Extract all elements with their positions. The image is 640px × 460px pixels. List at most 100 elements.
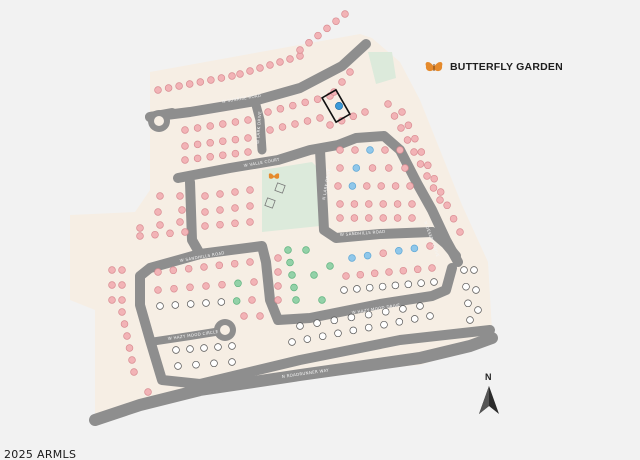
lot-marker[interactable]	[356, 270, 365, 279]
lot-marker[interactable]	[276, 58, 284, 66]
lot-marker[interactable]	[256, 312, 264, 320]
lot-marker[interactable]	[351, 146, 359, 154]
lot-marker[interactable]	[363, 251, 372, 260]
lot-marker[interactable]	[169, 266, 178, 275]
lot-marker[interactable]	[393, 200, 402, 208]
lot-marker[interactable]	[395, 247, 403, 255]
lot-marker[interactable]	[120, 320, 129, 328]
lot-marker[interactable]	[231, 118, 240, 126]
lot-marker[interactable]	[186, 283, 194, 292]
lot-marker[interactable]	[276, 105, 285, 113]
lot-marker[interactable]	[349, 326, 358, 335]
lot-marker[interactable]	[408, 214, 416, 222]
lot-marker[interactable]	[246, 218, 254, 226]
lot-marker[interactable]	[436, 196, 444, 204]
lot-marker[interactable]	[219, 151, 227, 159]
lot-marker[interactable]	[366, 146, 374, 154]
lot-marker[interactable]	[231, 204, 239, 212]
lot-marker[interactable]	[214, 343, 222, 351]
lot-marker[interactable]	[423, 172, 431, 180]
lot-marker[interactable]	[347, 313, 356, 322]
lot-marker[interactable]	[216, 190, 224, 198]
lot-marker[interactable]	[244, 148, 252, 156]
lot-marker[interactable]	[186, 300, 195, 308]
lot-marker[interactable]	[228, 72, 236, 80]
lot-marker[interactable]	[201, 222, 209, 230]
lot-marker[interactable]	[398, 108, 406, 116]
lot-marker[interactable]	[385, 268, 393, 276]
lot-marker[interactable]	[379, 249, 387, 257]
lot-marker[interactable]	[246, 67, 254, 75]
lot-marker[interactable]	[144, 388, 152, 396]
lot-marker[interactable]	[154, 208, 162, 216]
lot-marker[interactable]	[288, 271, 296, 279]
lot-marker[interactable]	[396, 146, 404, 154]
lot-marker[interactable]	[123, 332, 131, 340]
lot-marker[interactable]	[284, 246, 292, 254]
lot-marker[interactable]	[250, 278, 258, 286]
lot-marker[interactable]	[428, 264, 436, 272]
lot-marker[interactable]	[231, 188, 239, 196]
lot-marker[interactable]	[274, 254, 282, 262]
lot-marker[interactable]	[193, 124, 202, 132]
lot-marker[interactable]	[363, 182, 371, 190]
lot-marker[interactable]	[399, 266, 408, 275]
lot-marker[interactable]	[462, 282, 470, 291]
lot-marker[interactable]	[313, 319, 321, 327]
lot-marker[interactable]	[118, 308, 126, 316]
lot-marker[interactable]	[184, 264, 193, 273]
lot-marker[interactable]	[166, 229, 174, 238]
lot-marker[interactable]	[410, 244, 419, 253]
lot-marker[interactable]	[178, 206, 186, 214]
lot-marker[interactable]	[474, 306, 482, 314]
lot-marker[interactable]	[201, 208, 209, 216]
lot-marker[interactable]	[196, 78, 205, 86]
lot-marker[interactable]	[108, 266, 116, 274]
lot-marker[interactable]	[256, 64, 264, 72]
lot-marker[interactable]	[456, 228, 464, 236]
lot-marker[interactable]	[377, 182, 385, 190]
lot-marker[interactable]	[310, 271, 318, 279]
lot-marker[interactable]	[404, 280, 413, 289]
lot-marker[interactable]	[200, 263, 208, 271]
lot-marker[interactable]	[231, 149, 240, 158]
lot-marker[interactable]	[236, 70, 244, 78]
lot-marker[interactable]	[266, 61, 274, 69]
lot-marker[interactable]	[326, 121, 334, 129]
lot-marker[interactable]	[332, 17, 340, 25]
lot-marker[interactable]	[274, 268, 282, 276]
lot-marker[interactable]	[154, 86, 162, 94]
lot-marker[interactable]	[156, 302, 164, 310]
lot-marker[interactable]	[186, 345, 194, 353]
lot-marker[interactable]	[230, 259, 239, 268]
lot-marker[interactable]	[449, 214, 458, 223]
lot-marker[interactable]	[246, 186, 254, 194]
lot-marker[interactable]	[430, 278, 438, 286]
lot-marker[interactable]	[154, 268, 162, 276]
lot-marker[interactable]	[264, 108, 272, 116]
lots-layer[interactable]	[108, 10, 482, 396]
lot-marker[interactable]	[244, 116, 252, 124]
lot-marker[interactable]	[290, 283, 298, 292]
lot-marker[interactable]	[330, 316, 339, 325]
lot-marker[interactable]	[248, 296, 256, 304]
lot-marker[interactable]	[278, 123, 287, 131]
lot-marker[interactable]	[192, 360, 200, 369]
lot-marker[interactable]	[401, 164, 409, 172]
highlighted-lot-marker[interactable]	[335, 102, 343, 110]
lot-marker[interactable]	[136, 224, 144, 232]
lot-marker[interactable]	[228, 342, 236, 350]
lot-marker[interactable]	[274, 282, 282, 290]
lot-marker[interactable]	[303, 117, 312, 125]
lot-marker[interactable]	[206, 122, 214, 130]
lot-marker[interactable]	[341, 10, 349, 18]
lot-marker[interactable]	[171, 301, 180, 309]
lot-marker[interactable]	[185, 80, 194, 88]
lot-marker[interactable]	[118, 266, 126, 274]
lot-marker[interactable]	[352, 164, 361, 172]
lot-marker[interactable]	[314, 31, 322, 40]
lot-marker[interactable]	[417, 279, 425, 287]
lot-marker[interactable]	[244, 134, 252, 142]
lot-marker[interactable]	[346, 68, 354, 76]
lot-marker[interactable]	[286, 258, 294, 267]
